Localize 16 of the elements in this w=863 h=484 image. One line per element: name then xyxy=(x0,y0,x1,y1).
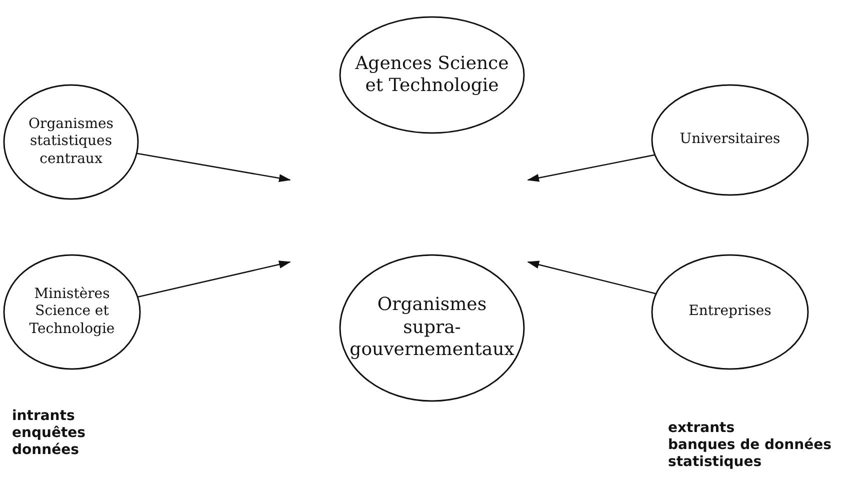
node-label: Universitaires xyxy=(678,131,782,149)
note-text: données xyxy=(12,442,79,459)
node-label: Organismes supra-gouvernementaux xyxy=(348,294,516,362)
node-label: Organismes statistiques centraux xyxy=(28,116,114,168)
arrow xyxy=(527,154,656,182)
note-text: enquêtes xyxy=(12,425,86,442)
arrow xyxy=(527,260,656,294)
note-text: extrants xyxy=(668,420,735,437)
note-text: statistiques xyxy=(668,454,762,471)
node-label: Agences Science et Technologie xyxy=(354,52,510,98)
node-label: Ministères Science et Technologie xyxy=(28,286,116,338)
arrow xyxy=(136,152,291,182)
note-text: banques de données xyxy=(668,437,832,454)
node-label: Entreprises xyxy=(688,303,772,321)
arrow xyxy=(137,260,291,298)
note-text: intrants xyxy=(12,408,75,425)
